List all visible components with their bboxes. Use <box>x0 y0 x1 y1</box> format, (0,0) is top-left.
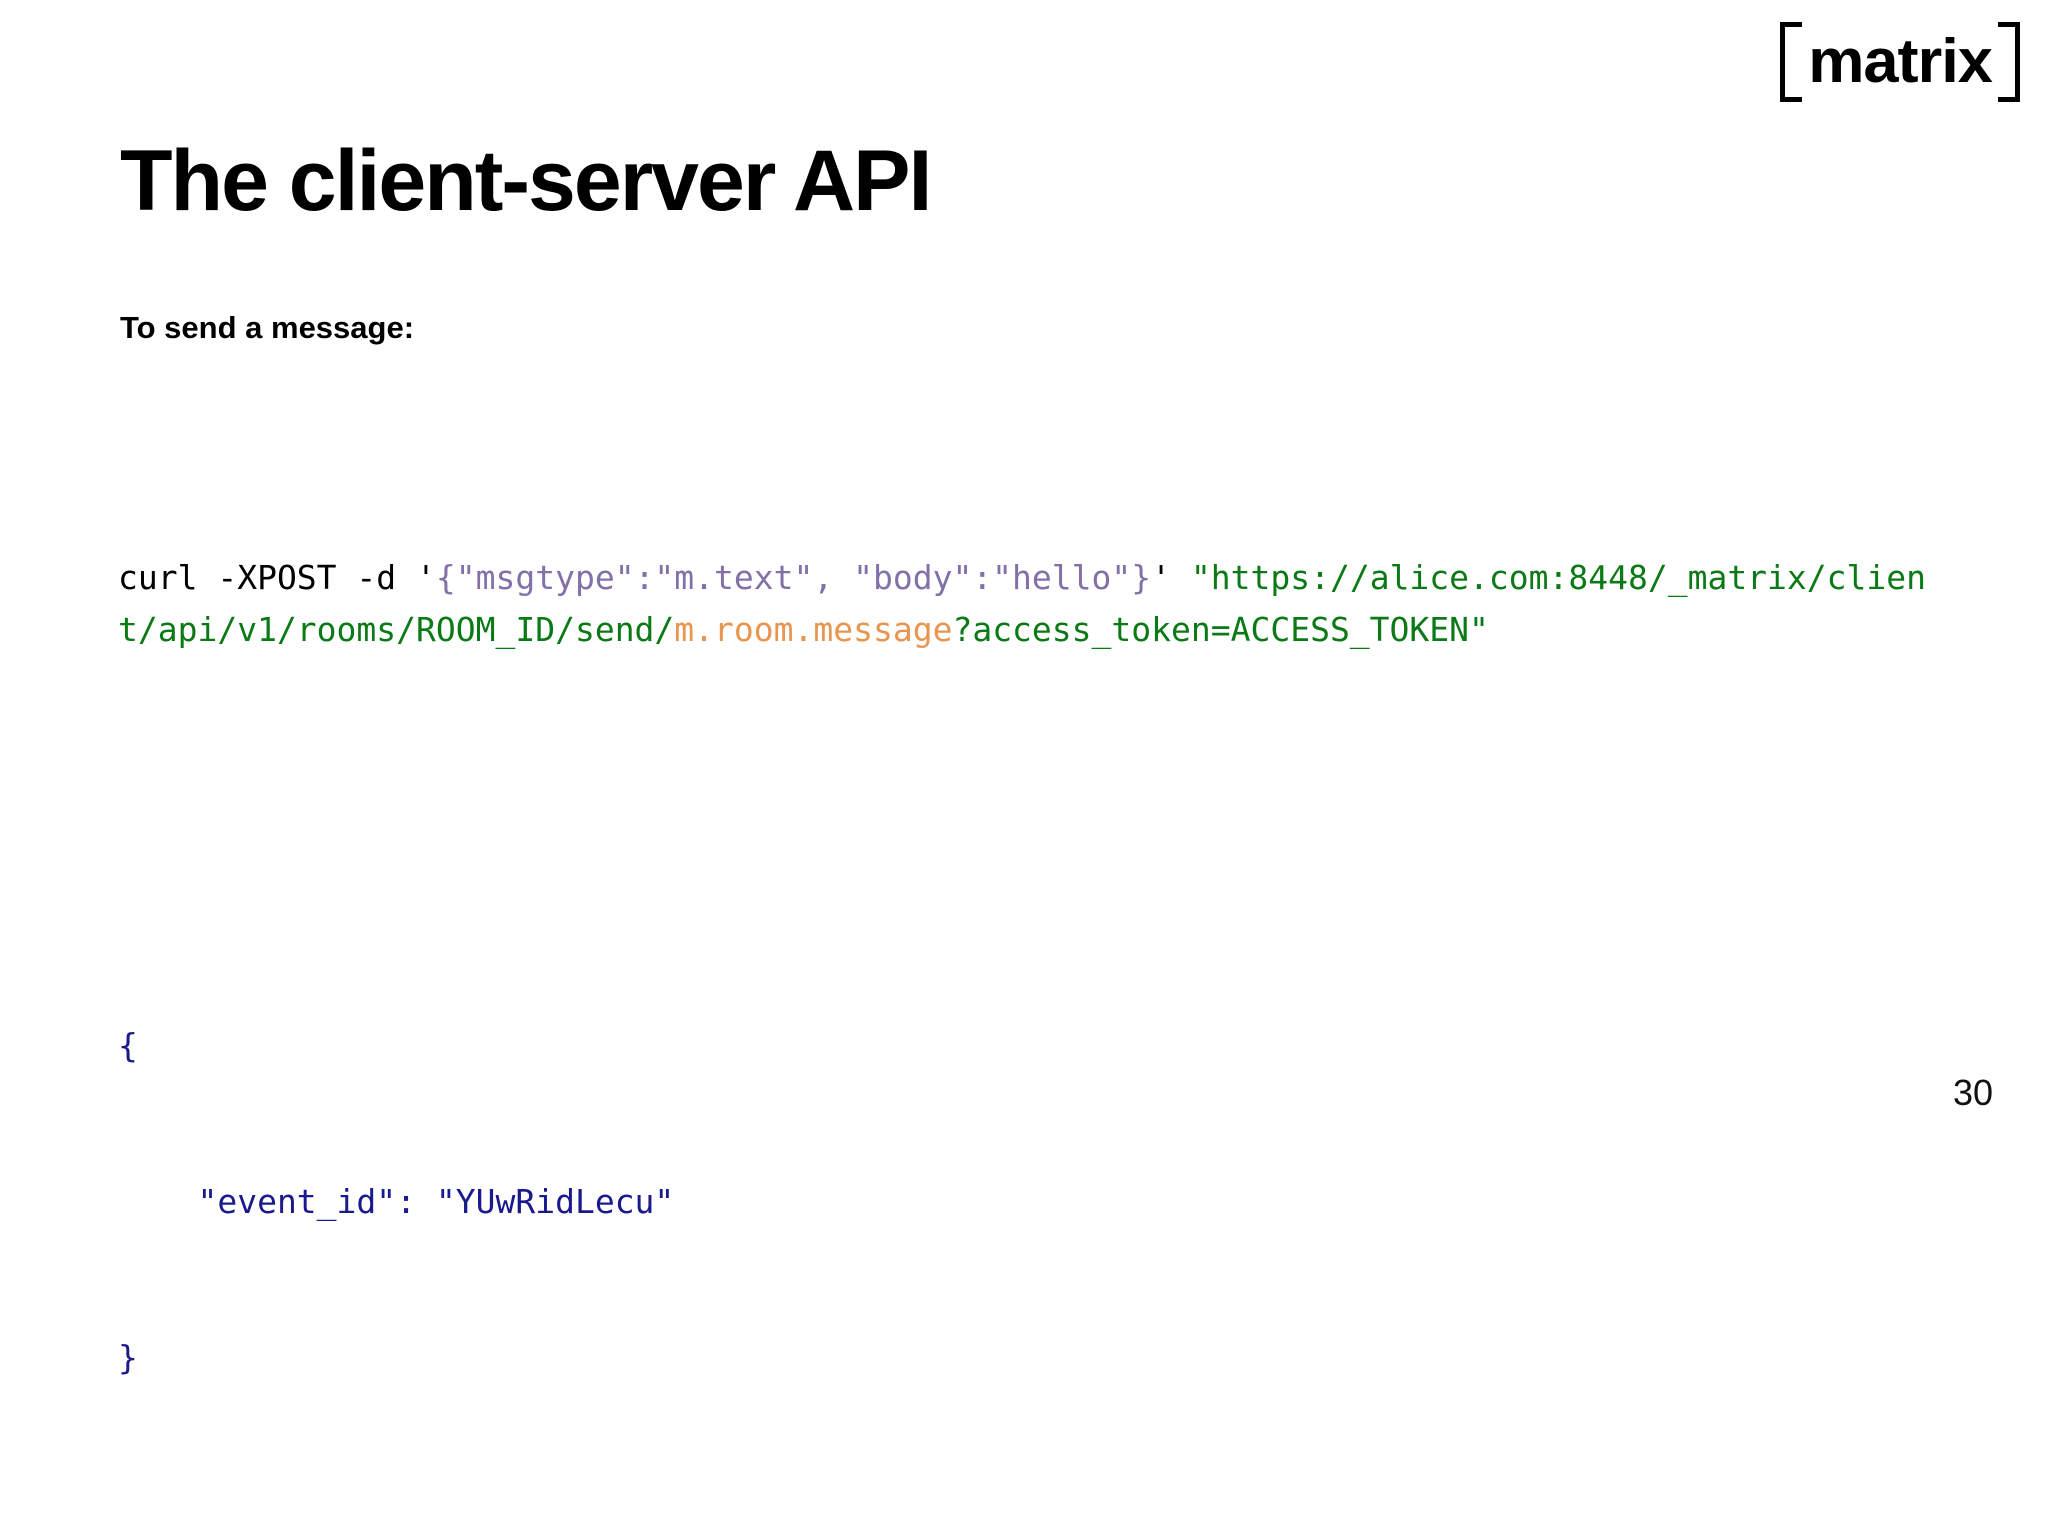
curl-json-payload: {"msgtype":"m.text", "body":"hello"} <box>435 558 1152 597</box>
code-blank-line <box>118 812 1958 864</box>
curl-quote-close: ' <box>1151 558 1191 597</box>
response-close-brace: } <box>118 1338 138 1377</box>
code-area: curl -XPOST -d '{"msgtype":"m.text", "bo… <box>118 396 1958 1540</box>
curl-url-base: "https://alice.com:8448/_matrix/client/a… <box>118 558 1926 649</box>
response-event-id-line: "event_id": "YUwRidLecu" <box>118 1182 675 1221</box>
logo-wordmark: matrix <box>1808 27 1993 96</box>
curl-command-prefix: curl -XPOST -d ' <box>118 558 436 597</box>
logo-bracket-right-icon <box>1998 22 2020 102</box>
page-title: The client-server API <box>120 132 932 229</box>
page-number: 30 <box>1952 1072 1993 1113</box>
logo-bracket-left-icon <box>1779 22 1802 102</box>
curl-url-query: ?access_token=ACCESS_TOKEN" <box>952 610 1489 649</box>
section-subtitle: To send a message: <box>120 309 415 345</box>
curl-request-block: curl -XPOST -d '{"msgtype":"m.text", "bo… <box>118 552 1958 656</box>
slide-canvas: matrix The client-server API To send a m… <box>118 22 2020 1377</box>
curl-url-event-type: m.room.message <box>674 610 953 649</box>
matrix-logo: matrix <box>1779 22 2020 102</box>
response-open-brace: { <box>118 1026 138 1065</box>
